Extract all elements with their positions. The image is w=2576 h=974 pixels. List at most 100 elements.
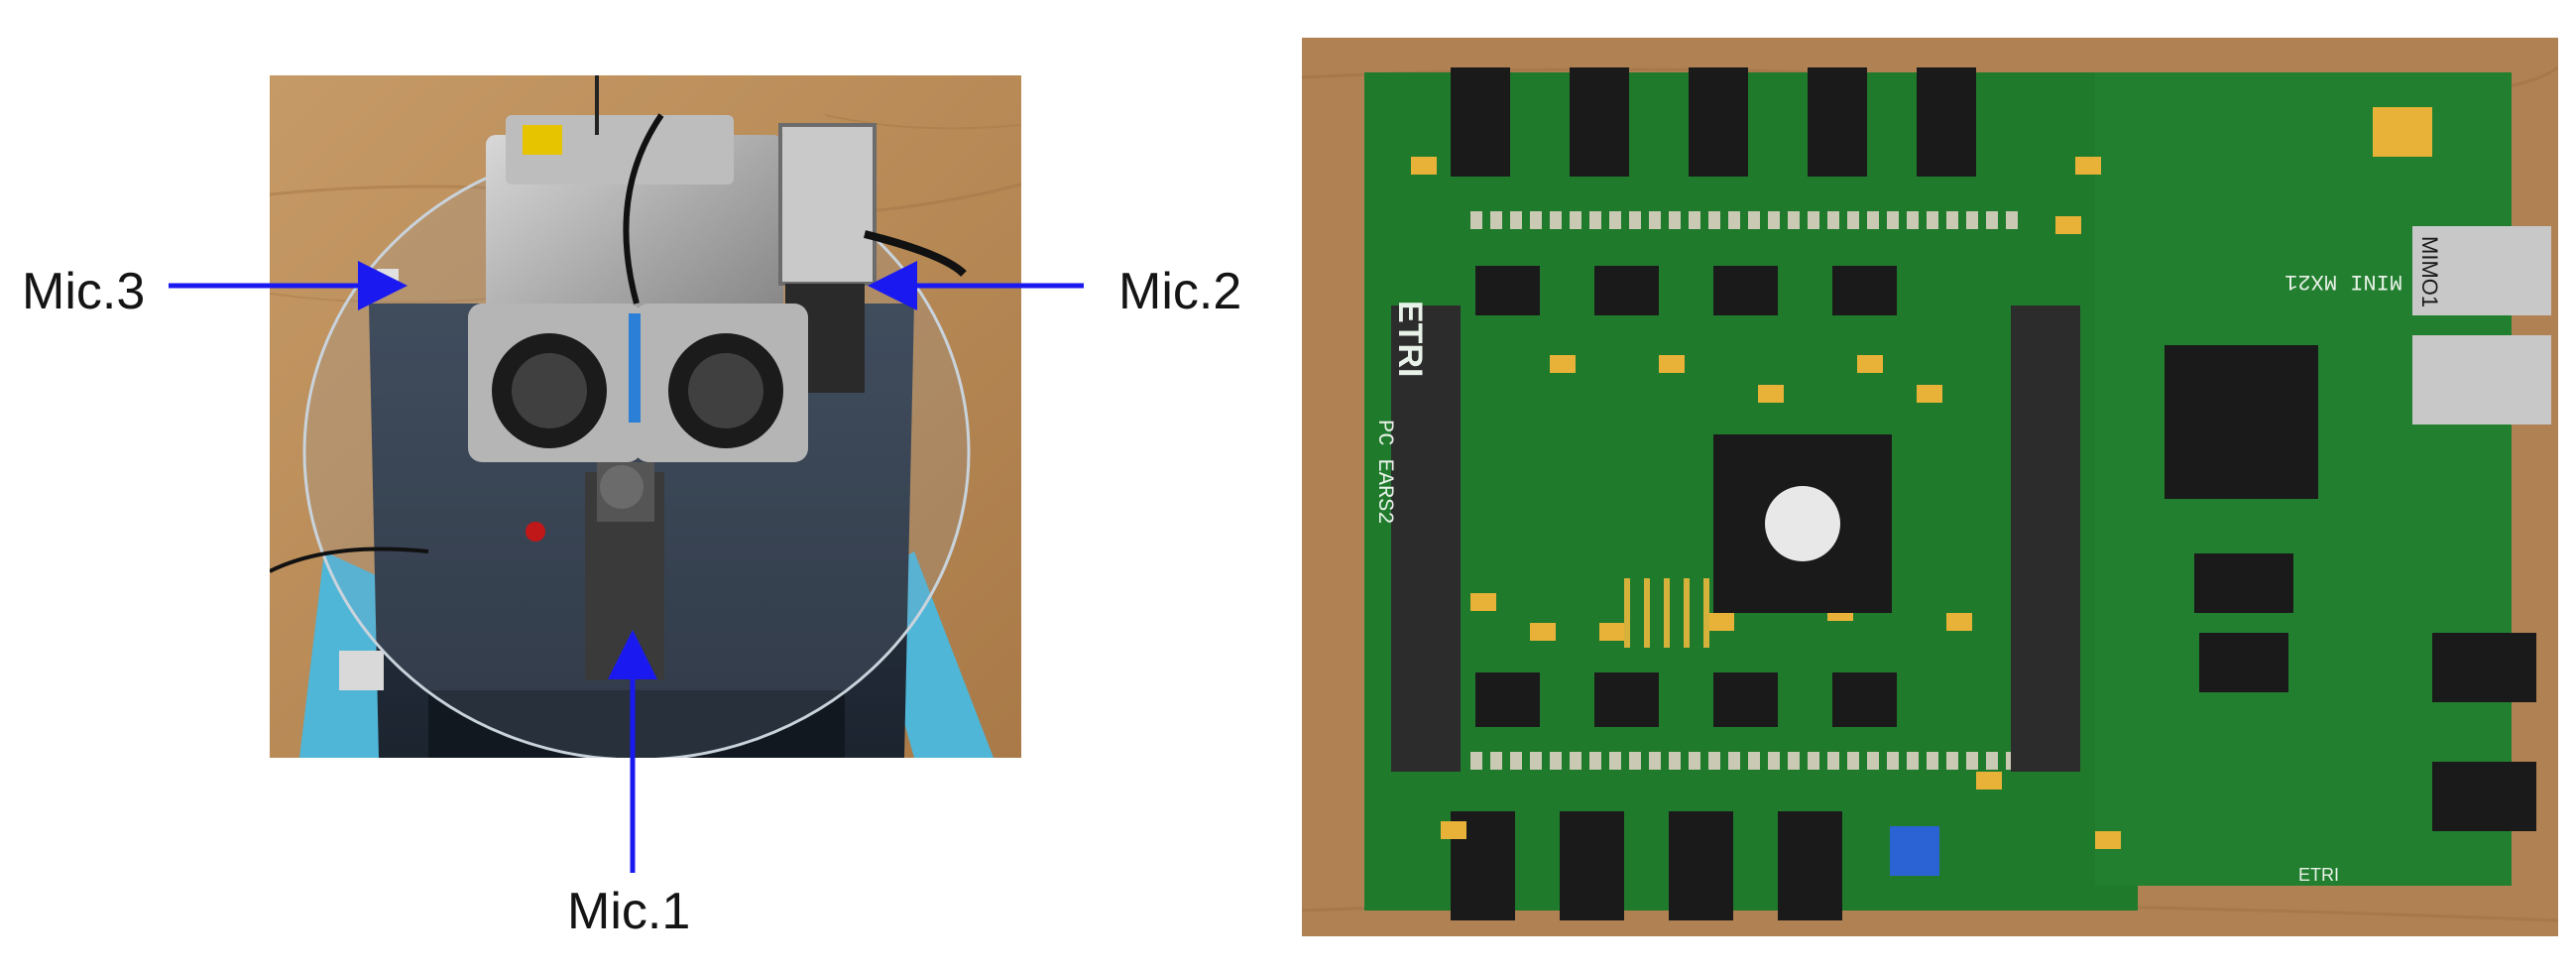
resistor — [1530, 211, 1542, 229]
resistor — [1986, 752, 1998, 770]
robot-illustration — [270, 75, 1021, 758]
resistor — [1689, 211, 1700, 229]
resistor — [1946, 211, 1958, 229]
resistor — [1629, 211, 1641, 229]
capacitor — [1550, 355, 1576, 373]
resistor — [1867, 211, 1879, 229]
resistor — [1986, 211, 1998, 229]
capacitor — [1599, 623, 1625, 641]
resistor — [1470, 211, 1482, 229]
resistor — [1768, 752, 1780, 770]
resistor — [1589, 752, 1601, 770]
robot-photo — [270, 75, 1021, 758]
capacitor — [1659, 355, 1685, 373]
resistor — [1609, 752, 1621, 770]
capacitor — [1441, 821, 1466, 839]
resistor — [1669, 752, 1681, 770]
resistor — [1966, 211, 1978, 229]
module-capacitor — [2373, 107, 2432, 157]
board-footer-text: ETRI — [2298, 865, 2339, 885]
resistor — [1490, 211, 1502, 229]
resistor — [1867, 752, 1879, 770]
capacitor — [1917, 385, 1942, 403]
resistor — [1609, 211, 1621, 229]
resistor — [1689, 752, 1700, 770]
audio-jack-bottom — [1560, 811, 1624, 920]
resistor — [1629, 752, 1641, 770]
resistor — [1847, 752, 1859, 770]
codec-chip — [1832, 266, 1897, 315]
mic3-label: Mic.3 — [22, 263, 146, 320]
capacitor — [1976, 772, 2002, 790]
codec-chip — [1594, 672, 1659, 727]
capacitor — [2055, 216, 2081, 234]
board-brand-text: ETRI — [1391, 301, 1429, 377]
audio-jack-top — [1808, 67, 1867, 177]
codec-chip — [1832, 672, 1897, 727]
usb-label: MIMO1 — [2417, 236, 2442, 307]
resistor — [1550, 752, 1562, 770]
mic2-label: Mic.2 — [1118, 263, 1242, 320]
audio-jack-top — [1917, 67, 1976, 177]
capacitor — [1946, 613, 1972, 631]
resistor — [1827, 752, 1839, 770]
capacitor — [1470, 593, 1496, 611]
resistor — [1808, 211, 1819, 229]
pcb-photo: ETRI PC EARS2 MINI MX21 MIMO1 ETRI — [1302, 38, 2558, 936]
resistor — [1927, 211, 1938, 229]
resistor — [1470, 752, 1482, 770]
audio-jack-bottom — [1669, 811, 1733, 920]
resistor — [1669, 211, 1681, 229]
resistor — [1827, 211, 1839, 229]
codec-chip — [1475, 266, 1540, 315]
resistor — [1847, 211, 1859, 229]
codec-chip — [1475, 672, 1540, 727]
resistor — [1708, 752, 1720, 770]
codec-chip — [1594, 266, 1659, 315]
resistor — [1708, 211, 1720, 229]
resistor — [1728, 752, 1740, 770]
resistor — [1946, 752, 1958, 770]
resistor — [1788, 752, 1800, 770]
mic1-label: Mic.1 — [567, 883, 691, 940]
codec-chip — [1713, 672, 1778, 727]
module-chip-small — [2199, 633, 2288, 692]
resistor — [1510, 752, 1522, 770]
resistor — [1570, 752, 1581, 770]
resistor — [1589, 211, 1601, 229]
resistor — [1649, 211, 1661, 229]
resistor — [1887, 752, 1899, 770]
resistor — [1966, 752, 1978, 770]
resistor — [1570, 211, 1581, 229]
resistor — [1510, 211, 1522, 229]
capacitor — [1530, 623, 1556, 641]
resistor — [1530, 752, 1542, 770]
capacitor — [1758, 385, 1784, 403]
resistor — [1748, 211, 1760, 229]
resistor — [1748, 752, 1760, 770]
capacitor — [1857, 355, 1883, 373]
resistor — [1788, 211, 1800, 229]
resistor — [1907, 211, 1919, 229]
module-text: MINI MX21 — [2284, 269, 2402, 294]
resistor — [1649, 752, 1661, 770]
audio-jack-top — [1570, 67, 1629, 177]
audio-jack-bottom — [1778, 811, 1842, 920]
capacitor — [2095, 831, 2121, 849]
board-model-text: PC EARS2 — [1372, 420, 1397, 525]
resistor — [2006, 211, 2018, 229]
capacitor — [2075, 157, 2101, 175]
resistor — [1490, 752, 1502, 770]
resistor — [1887, 211, 1899, 229]
resistor — [1808, 752, 1819, 770]
module-chip — [2165, 345, 2318, 499]
audio-jack-top — [1689, 67, 1748, 177]
resistor — [1550, 211, 1562, 229]
resistor — [1927, 752, 1938, 770]
resistor — [1907, 752, 1919, 770]
module-chip-small — [2194, 553, 2293, 613]
codec-chip — [1713, 266, 1778, 315]
audio-jack-top — [1451, 67, 1510, 177]
resistor — [1768, 211, 1780, 229]
